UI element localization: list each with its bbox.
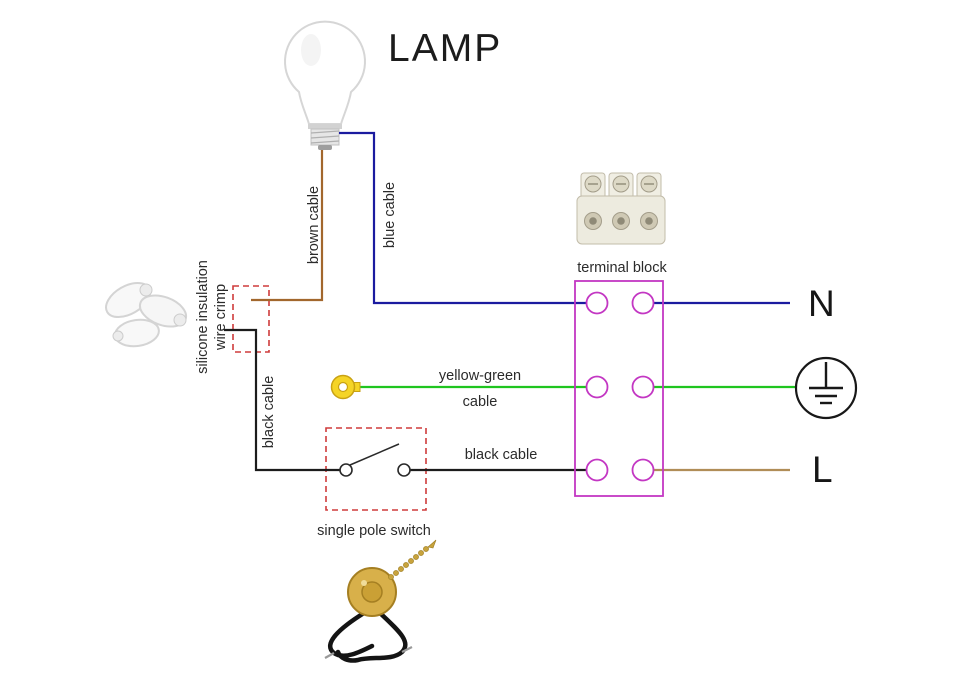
- switch-contact-right: [397, 463, 411, 477]
- earth-ground-symbol: [794, 356, 858, 420]
- terminal-screw-hole: [631, 375, 655, 399]
- terminal-screw-hole: [585, 375, 609, 399]
- black-cable-vertical-label: black cable: [261, 375, 277, 449]
- blue-wire-lamp-segment: [339, 131, 586, 305]
- terminal-block-label: terminal block: [577, 260, 667, 276]
- wire-crimp-label-line2: wire crimp: [213, 283, 229, 351]
- wire-crimps-photo: [105, 281, 188, 348]
- yellow-green-cable-label-line1: yellow-green: [438, 368, 522, 384]
- blue-cable-label: blue cable: [382, 181, 398, 249]
- terminal-screw-hole: [631, 458, 655, 482]
- brown-cable-label: brown cable: [306, 185, 322, 265]
- lamp-title: LAMP: [388, 27, 503, 70]
- yellow-green-cable-label-line2: cable: [462, 394, 498, 410]
- terminal-block-outline: [574, 280, 664, 497]
- single-pole-switch-label: single pole switch: [317, 523, 431, 539]
- single-pole-switch-symbol: [339, 443, 411, 477]
- ring-terminal-icon: [330, 374, 361, 400]
- terminal-screw-hole: [585, 458, 609, 482]
- switch-contact-left: [339, 463, 353, 477]
- switch-blade: [349, 443, 400, 466]
- wire-crimp-label-line1: silicone insulation: [195, 260, 211, 374]
- live-label: L: [812, 449, 833, 490]
- terminal-block-photo: [576, 172, 666, 245]
- terminal-screw-hole: [585, 291, 609, 315]
- brown-wire: [251, 150, 324, 302]
- wire-crimp-label: silicone insulation wire crimp: [194, 247, 230, 387]
- pull-chain-switch-photo: [324, 539, 437, 663]
- lamp-bulb-image: [284, 20, 366, 150]
- black-wire-crimp-to-switch: [224, 328, 340, 472]
- neutral-label: N: [808, 283, 835, 324]
- wire-crimp-dashed-box: [232, 285, 270, 353]
- black-cable-horizontal-label: black cable: [464, 447, 538, 463]
- terminal-screw-hole: [631, 291, 655, 315]
